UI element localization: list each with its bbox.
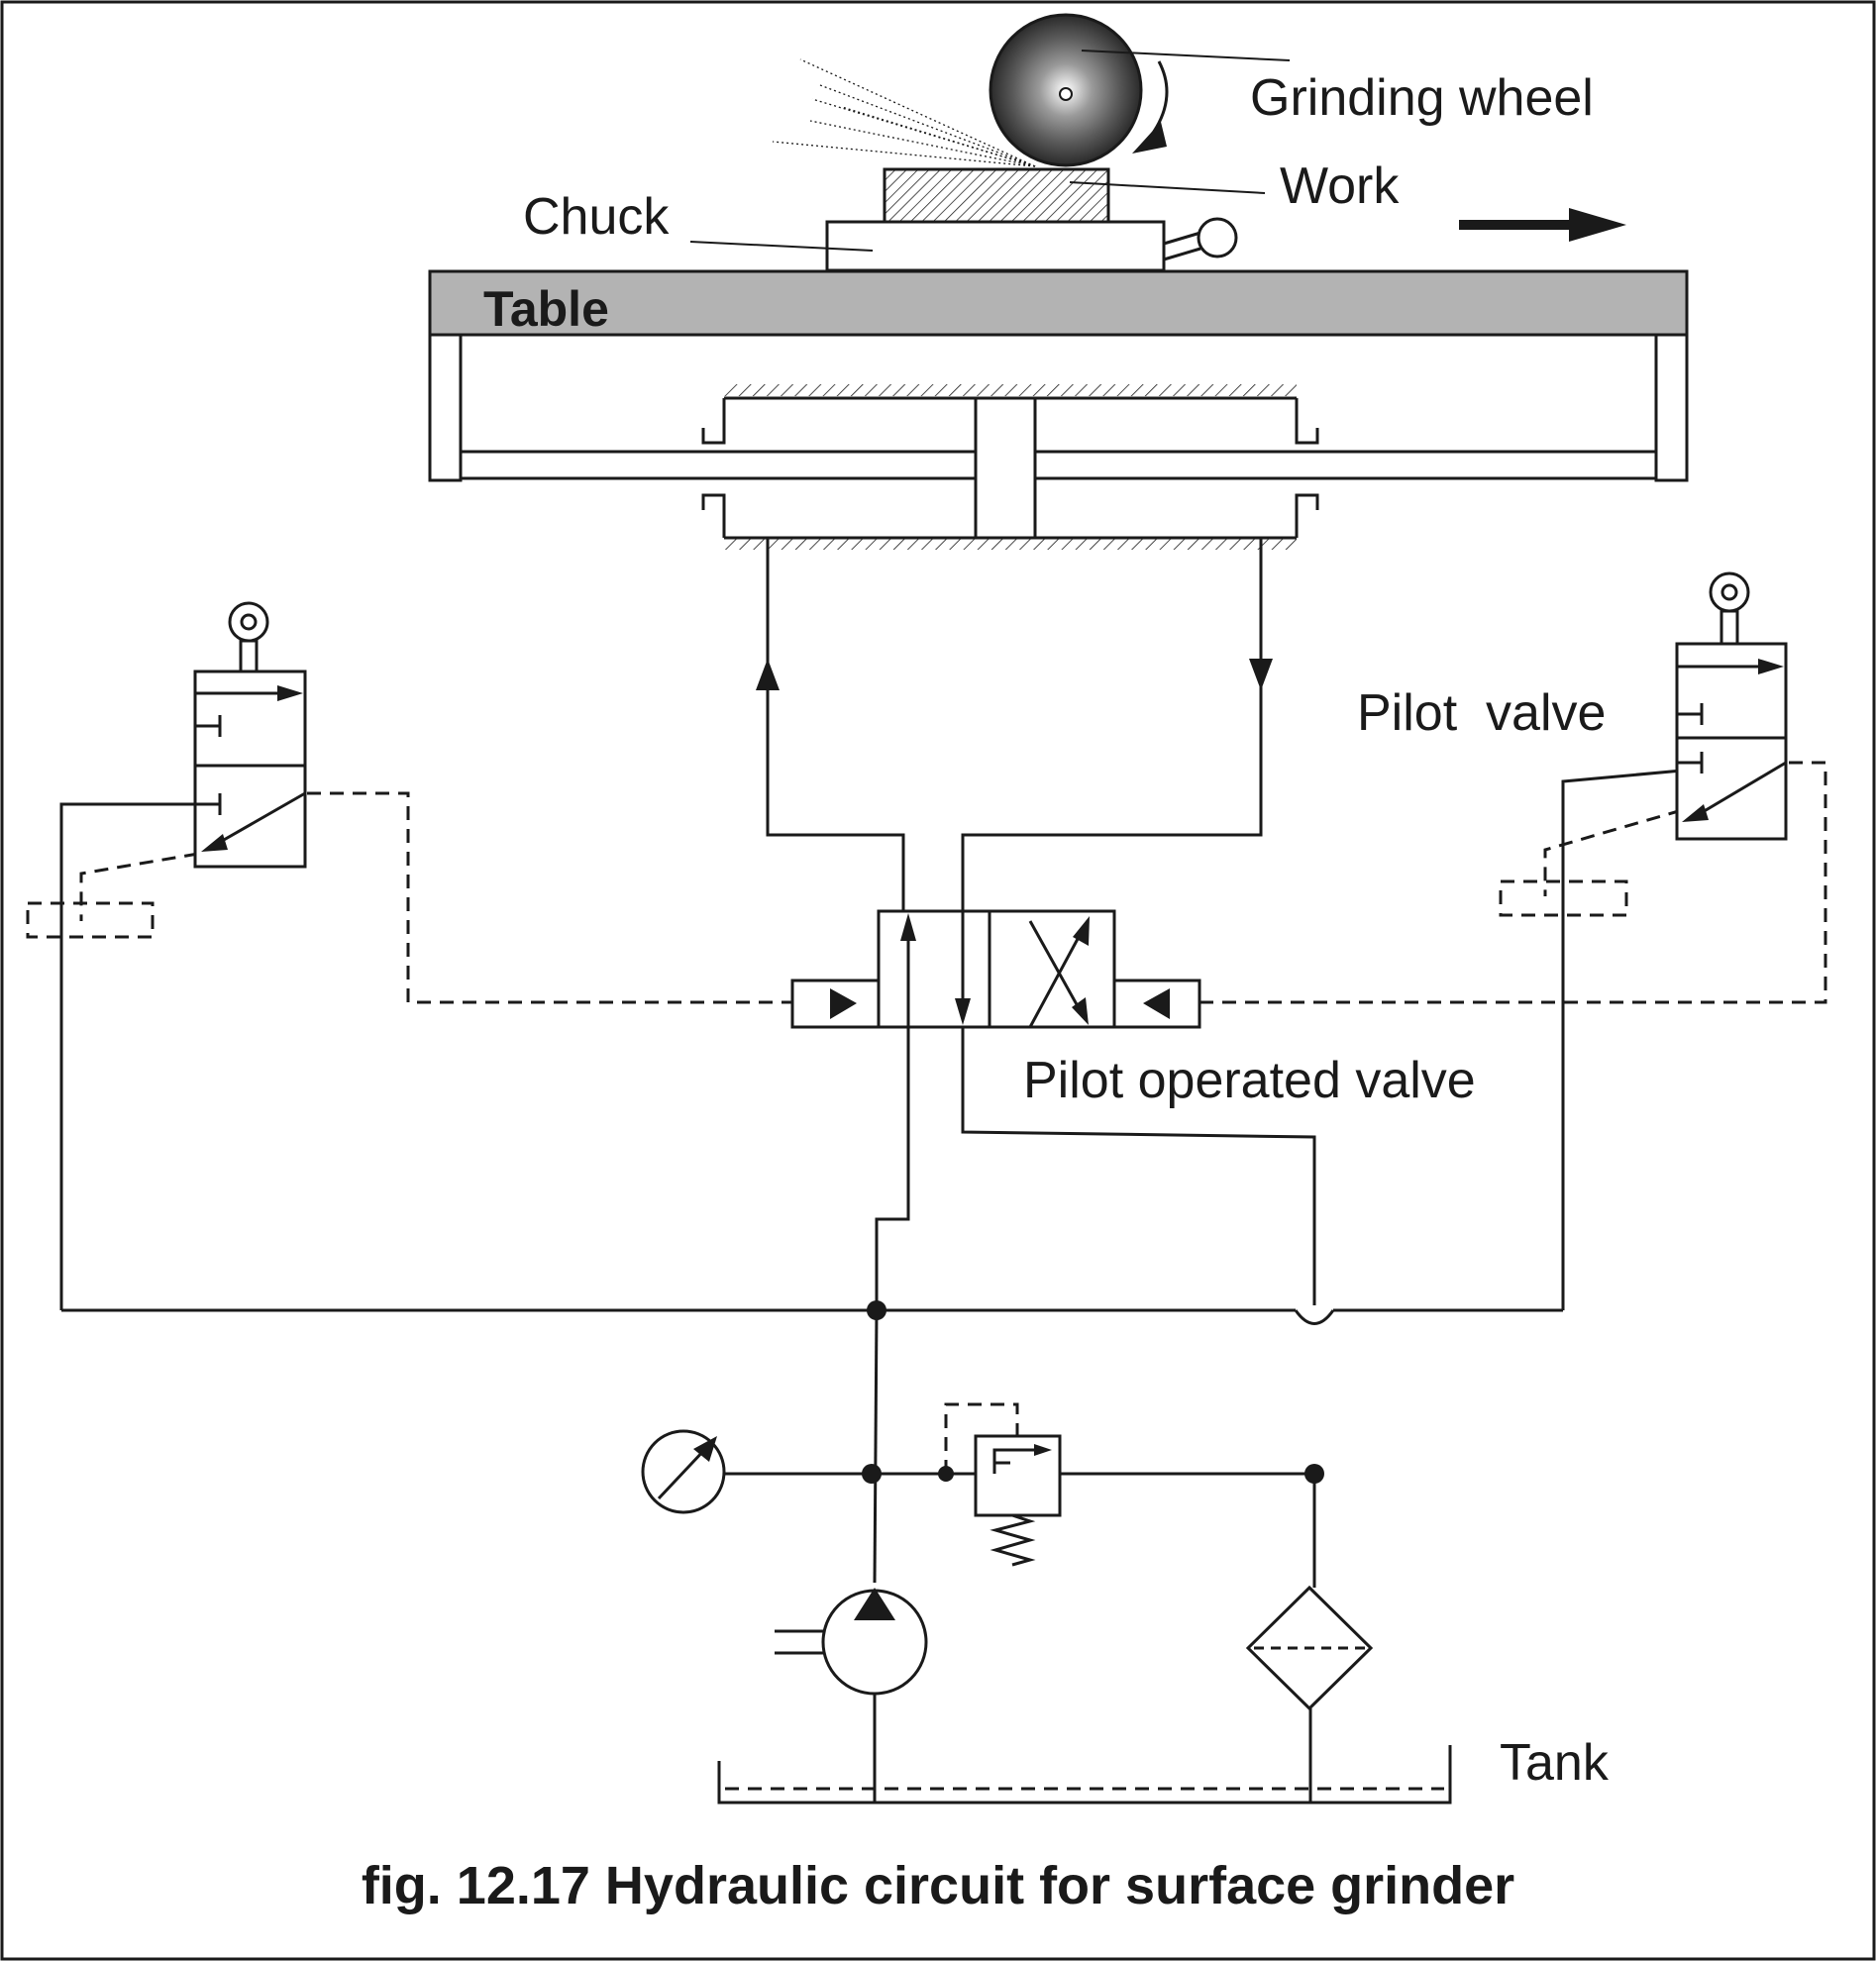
left-pilot-valve [193, 601, 307, 869]
label-table: Table [483, 281, 609, 337]
grinding-sparks [772, 58, 1036, 167]
direction-arrow-icon [1459, 208, 1626, 242]
label-chuck: Chuck [523, 188, 670, 246]
tank [717, 1745, 1452, 1805]
junction-dots [862, 1300, 1324, 1484]
spring-icon [990, 1513, 1036, 1567]
pump-icon [775, 1588, 928, 1696]
pilot-operated-valve [790, 909, 1201, 1029]
label-pilot-operated-valve: Pilot operated valve [1023, 1052, 1476, 1109]
flow-arrow-up-icon [756, 659, 780, 690]
figure-caption: fig. 12.17 Hydraulic circuit for surface… [362, 1856, 1514, 1915]
roller-icon [228, 601, 269, 643]
filter-icon [1245, 1585, 1374, 1711]
leader-chuck [689, 241, 874, 252]
pressure-gauge-icon [641, 1429, 726, 1514]
chuck [825, 220, 1166, 272]
pilot-signal-lines [26, 761, 1827, 1474]
label-tank: Tank [1500, 1734, 1610, 1792]
piston-rod [459, 450, 1658, 480]
table-right-bracket [1654, 333, 1689, 482]
label-work: Work [1280, 157, 1400, 215]
leader-grinding-wheel [1081, 50, 1291, 61]
flow-arrow-down-icon [1249, 659, 1273, 690]
chuck-lever [1163, 217, 1238, 261]
label-grinding-wheel: Grinding wheel [1250, 69, 1594, 127]
right-pilot-valve [1675, 571, 1788, 841]
table [428, 269, 1689, 337]
work-piece [883, 167, 1110, 224]
roller-icon [1709, 571, 1750, 613]
label-pilot-valve: Pilot valve [1357, 684, 1606, 742]
piston [974, 396, 1037, 540]
table-left-bracket [428, 333, 463, 482]
grinding-wheel [989, 13, 1169, 167]
hydraulic-cylinder [459, 384, 1658, 550]
leader-work [1069, 181, 1266, 194]
relief-valve-icon [974, 1434, 1062, 1567]
